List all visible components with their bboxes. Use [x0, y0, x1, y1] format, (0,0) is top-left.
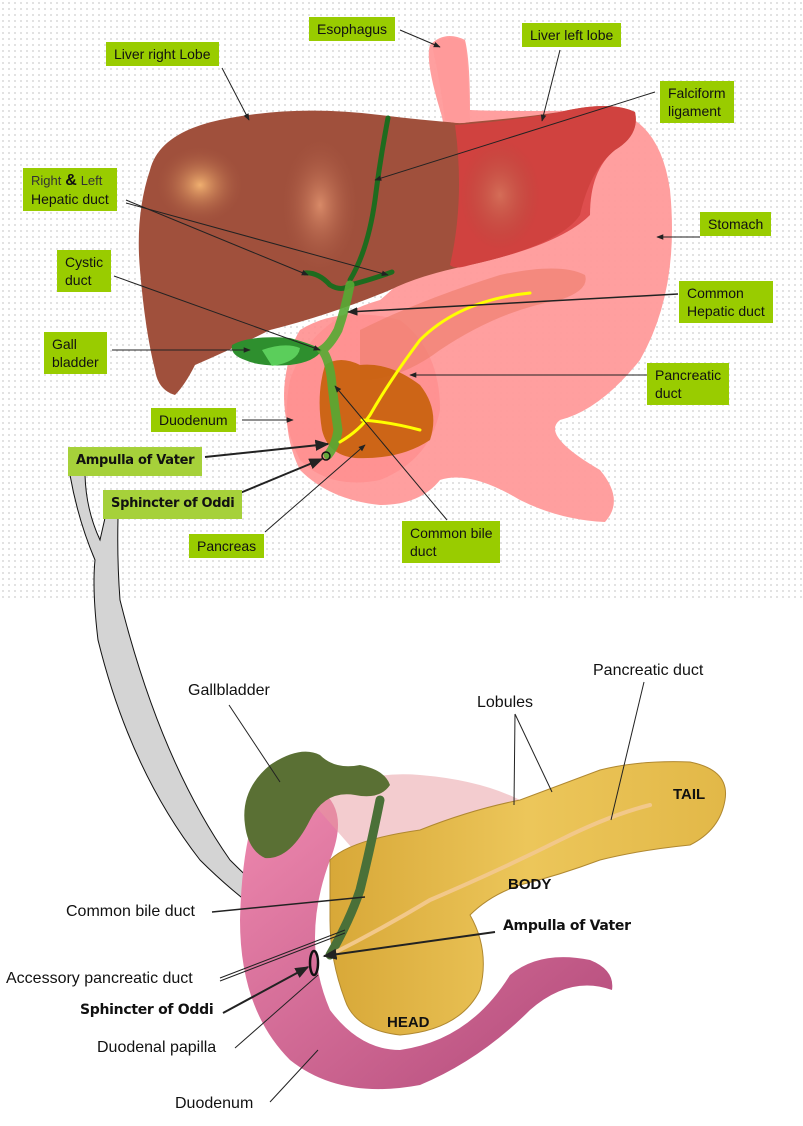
common-bile-duct-shape: [315, 280, 355, 460]
leader-duodenum-lower: [269, 1049, 319, 1103]
label-pancreatic-duct: Pancreatic duct: [647, 363, 730, 405]
leader-pancreatic-duct: [610, 681, 645, 821]
label-text: Esophagus: [317, 21, 388, 37]
label-text: duct: [65, 272, 92, 288]
label-liver-left-lobe: Liver left lobe: [522, 23, 622, 47]
leader-common-bile-duct: [211, 896, 366, 913]
leader-lobules-2: [514, 713, 553, 793]
label-head: HEAD: [387, 1014, 430, 1031]
sphincter-ring: [321, 451, 331, 461]
label-common-hepatic-duct: Common Hepatic duct: [679, 281, 773, 323]
label-text: Right: [31, 173, 62, 188]
label-text: Sphincter of Oddi: [111, 496, 235, 511]
leader-common-hepatic: [346, 293, 679, 316]
leader-pancreas: [264, 444, 366, 533]
label-text: bladder: [52, 354, 99, 370]
label-text: Liver right Lobe: [114, 46, 211, 62]
leader-gallbladder: [228, 704, 281, 783]
label-pancreas: Pancreas: [189, 534, 265, 558]
leader-esophagus: [399, 29, 441, 48]
label-duodenum-lower: Duodenum: [175, 1095, 254, 1112]
liver-highlight: [460, 140, 540, 250]
pancreas-band-shape: [360, 268, 586, 380]
label-pancreatic-duct-lower: Pancreatic duct: [593, 662, 704, 679]
label-hepatic-duct: Right & Left Hepatic duct: [23, 168, 117, 211]
gallbladder-highlight: [262, 345, 300, 366]
label-text: Hepatic duct: [687, 303, 765, 319]
label-sphincter-of-oddi: Sphincter of Oddi: [103, 490, 243, 519]
label-text: Ampulla of Vater: [76, 453, 195, 468]
leader-sphincter: [239, 458, 324, 494]
label-text: Stomach: [708, 216, 764, 232]
leader-accessory-duct-2: [219, 932, 346, 982]
label-gall-bladder: Gall bladder: [44, 332, 107, 374]
leader-sphincter-lower: [222, 966, 310, 1014]
label-esophagus: Esophagus: [309, 17, 396, 41]
label-falciform-ligament: Falciform ligament: [660, 81, 734, 123]
label-duodenum: Duodenum: [151, 408, 236, 432]
lower-pancreas-shape: [329, 761, 727, 1036]
label-text: Liver left lobe: [530, 27, 614, 43]
label-text: Falciform: [668, 85, 726, 101]
label-ampulla-lower: Ampulla of Vater: [503, 918, 631, 934]
leader-liver-left-lobe: [540, 49, 561, 122]
label-text: Common bile: [410, 525, 493, 541]
leader-ampulla-lower: [322, 931, 496, 960]
lower-common-bile-duct: [325, 795, 385, 960]
pancreas-head-shape: [319, 360, 434, 459]
label-stomach: Stomach: [700, 212, 772, 236]
label-gallbladder-lower: Gallbladder: [188, 682, 270, 699]
label-sphincter-lower: Sphincter of Oddi: [80, 1002, 214, 1018]
leader-hepatic-1: [125, 199, 309, 276]
lower-pancreatic-duct: [328, 803, 652, 957]
hepatic-duct-tree: [302, 115, 395, 291]
label-accessory-pancreatic-duct: Accessory pancreatic duct: [6, 970, 193, 987]
leader-hepatic-2: [125, 202, 389, 277]
label-text: Hepatic duct: [31, 191, 109, 207]
label-text: Gall: [52, 336, 77, 352]
lower-gallbladder-shape: [244, 751, 390, 859]
leader-lobules-1: [513, 713, 516, 806]
label-text: &: [65, 172, 77, 189]
label-liver-right-lobe: Liver right Lobe: [106, 42, 219, 66]
lower-sphincter-ring: [308, 949, 320, 977]
label-common-bile-duct-lower: Common bile duct: [66, 903, 195, 920]
label-ampulla-of-vater: Ampulla of Vater: [68, 447, 203, 476]
leader-ampulla: [204, 439, 330, 458]
label-lobules: Lobules: [477, 694, 534, 711]
label-text: Left: [80, 173, 103, 188]
label-text: duct: [410, 543, 437, 559]
leader-accessory-duct: [219, 929, 346, 979]
label-text: Cystic: [65, 254, 104, 270]
leader-liver-right-lobe: [221, 67, 250, 121]
label-body: BODY: [508, 876, 552, 893]
liver-highlight: [280, 135, 360, 275]
label-text: Pancreas: [197, 538, 257, 554]
label-text: duct: [655, 385, 682, 401]
label-tail: TAIL: [673, 786, 706, 803]
label-text: Duodenum: [159, 412, 228, 428]
liver-highlight: [155, 145, 245, 225]
label-duodenal-papilla: Duodenal papilla: [97, 1039, 217, 1056]
leader-cystic: [113, 275, 321, 351]
label-common-bile-duct: Common bile duct: [402, 521, 501, 563]
lower-duodenum-shape: [240, 786, 613, 1090]
label-text: Pancreatic: [655, 367, 722, 383]
leader-falciform: [374, 91, 656, 181]
leader-duodenal-papilla: [234, 974, 319, 1049]
label-cystic-duct: Cystic duct: [57, 250, 112, 292]
leader-common-bile: [334, 385, 448, 521]
esophagus-shape: [432, 37, 470, 124]
label-text: Common: [687, 285, 744, 301]
label-text: ligament: [668, 103, 721, 119]
